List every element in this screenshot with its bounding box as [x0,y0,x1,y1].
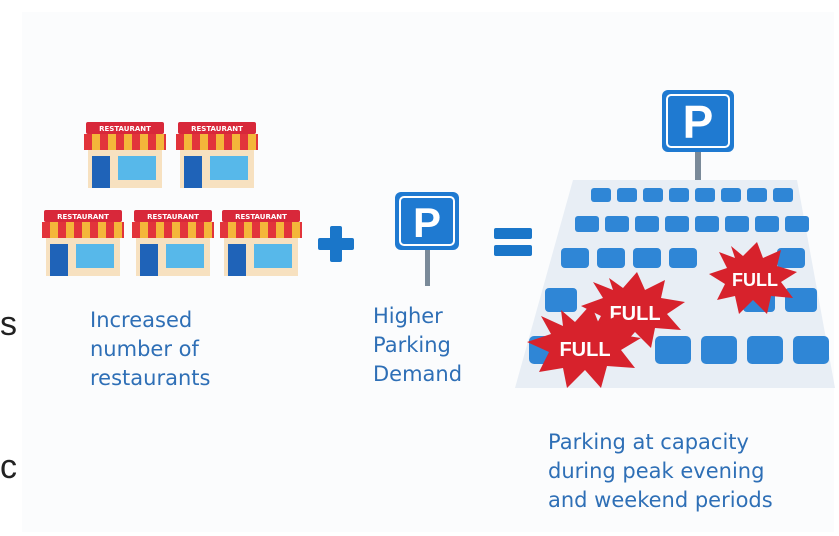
store-sign-text: RESTAURANT [57,213,109,221]
store-sign-text: RESTAURANT [147,213,199,221]
restaurant-icon: RESTAURANT [220,210,302,276]
cropped-edge-text: c [0,448,17,486]
store-sign-text: RESTAURANT [191,125,243,133]
svg-text:FULL: FULL [732,270,778,290]
restaurant-icon: RESTAURANT [176,122,258,188]
store-sign-text: RESTAURANT [99,125,151,133]
store-sign-text: RESTAURANT [235,213,287,221]
capacity-caption: Parking at capacity during peak evening … [548,430,773,512]
parking-letter: P [413,199,441,246]
restaurant-icon: RESTAURANT [42,210,124,276]
restaurants-caption: Increased number of restaurants [90,308,211,390]
svg-text:FULL: FULL [559,339,610,361]
demand-caption: Higher Parking Demand [373,304,463,386]
parking-lot-illustration: P FULL FULL FULL [515,90,835,388]
restaurant-icon: RESTAURANT [132,210,214,276]
svg-text:FULL: FULL [609,303,660,325]
full-badge: FULL [527,304,641,388]
full-badge: FULL [709,242,797,314]
parking-letter: P [683,96,714,148]
plus-icon [318,226,354,262]
cropped-edge-text: s [0,305,17,343]
restaurant-icon: RESTAURANT [84,122,166,188]
equals-icon [494,228,532,256]
parking-sign-icon: P [395,192,459,286]
